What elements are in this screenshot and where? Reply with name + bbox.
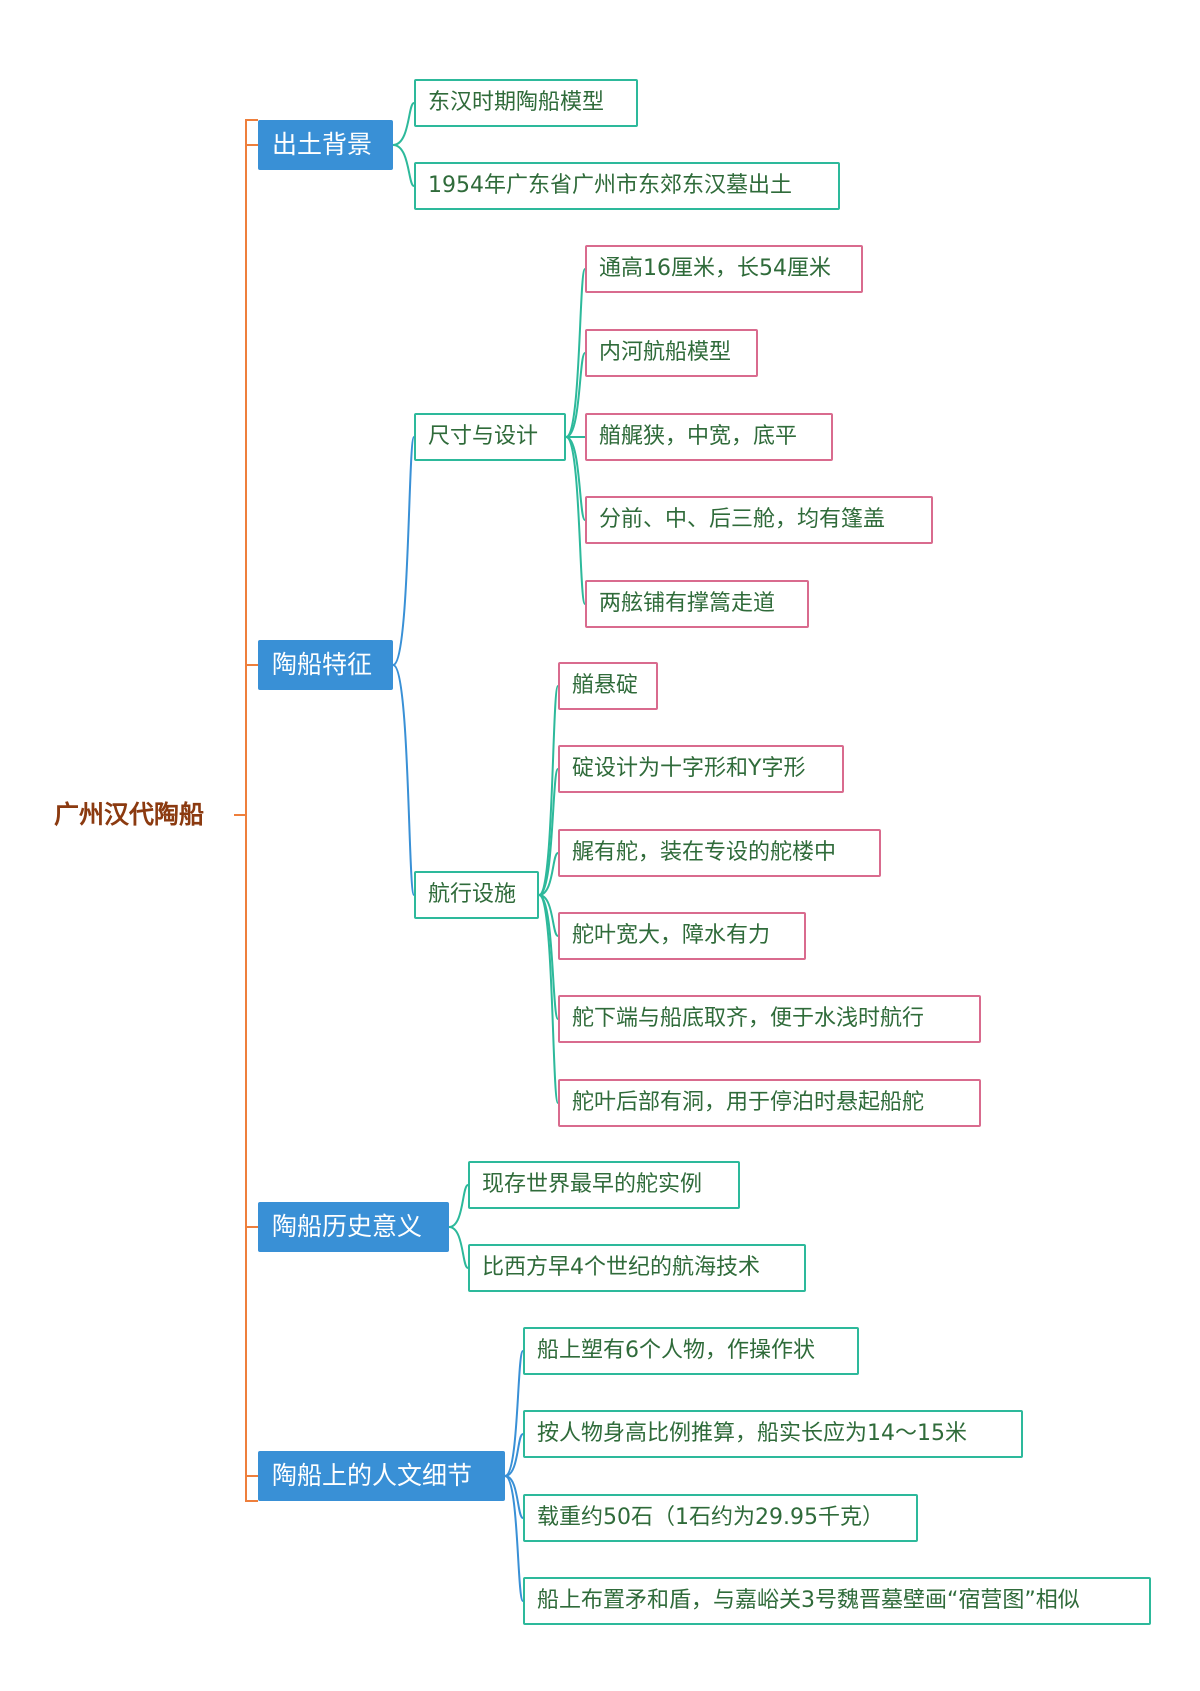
branch-historical-significance[interactable]: 陶船历史意义 [258,1202,449,1252]
leaf-node[interactable]: 通高16厘米，长54厘米 [585,245,863,293]
leaf-node[interactable]: 船上塑有6个人物，作操作状 [523,1327,859,1375]
subtopic-connector [538,768,559,896]
leaf-node[interactable]: 舵叶宽大，障水有力 [558,912,806,960]
branch-human-details[interactable]: 陶船上的人文细节 [258,1451,505,1501]
leaf-node[interactable]: 艏艉狭，中宽，底平 [585,413,833,461]
subtopic-size-design[interactable]: 尺寸与设计 [414,413,566,461]
branch-connector [392,102,415,146]
subtopic-navigation-equipment[interactable]: 航行设施 [414,871,539,919]
branch-connector [448,1226,469,1269]
leaf-node[interactable]: 艏悬碇 [558,662,658,710]
leaf-node[interactable]: 1954年广东省广州市东郊东汉墓出土 [414,162,840,210]
leaf-node[interactable]: 艉有舵，装在专设的舵楼中 [558,829,881,877]
root-topic[interactable]: 广州汉代陶船 [54,800,205,829]
subtopic-connector [538,894,559,1104]
leaf-node[interactable]: 两舷铺有撑篙走道 [585,580,809,628]
subtopic-connector [538,852,559,896]
branch-connector [392,144,415,187]
branch-connector [504,1433,524,1477]
subtopic-connector [565,268,586,438]
subtopic-connector [565,436,586,521]
subtopic-connector [538,894,559,1020]
leaf-node[interactable]: 分前、中、后三舱，均有篷盖 [585,496,933,544]
root-bracket [245,119,258,1502]
leaf-node[interactable]: 船上布置矛和盾，与嘉峪关3号魏晋墓壁画“宿营图”相似 [523,1577,1151,1625]
leaf-node[interactable]: 现存世界最早的舵实例 [468,1161,740,1209]
leaf-node[interactable]: 舵下端与船底取齐，便于水浅时航行 [558,995,981,1043]
branch-ship-features[interactable]: 陶船特征 [258,640,393,690]
branch-connector [504,1350,524,1477]
branch-connector [448,1184,469,1228]
branch-excavation-background[interactable]: 出土背景 [258,120,393,170]
leaf-node[interactable]: 碇设计为十字形和Y字形 [558,745,844,793]
leaf-node[interactable]: 比西方早4个世纪的航海技术 [468,1244,806,1292]
leaf-node[interactable]: 按人物身高比例推算，船实长应为14～15米 [523,1410,1023,1458]
leaf-node[interactable]: 舵叶后部有洞，用于停泊时悬起船舵 [558,1079,981,1127]
branch-connector [392,436,415,666]
subtopic-connector [538,685,559,896]
subtopic-connector [565,436,586,605]
leaf-node[interactable]: 东汉时期陶船模型 [414,79,638,127]
branch-connector [392,664,415,896]
leaf-node[interactable]: 载重约50石（1石约为29.95千克） [523,1494,918,1542]
leaf-node[interactable]: 内河航船模型 [585,329,758,377]
branch-connector [504,1475,524,1602]
subtopic-connector [565,352,586,438]
